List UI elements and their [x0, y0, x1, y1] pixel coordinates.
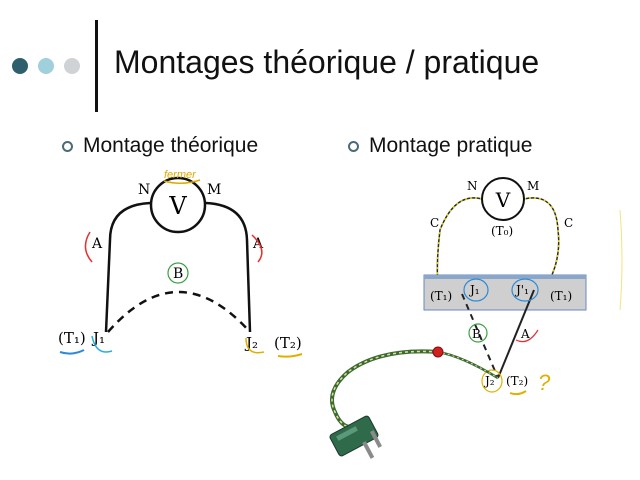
dot-light: [38, 58, 54, 74]
mark-a-left: [84, 231, 93, 263]
mark-j2: [245, 337, 265, 354]
label-b-pratique: B: [472, 327, 481, 341]
mark-block-j1: [463, 278, 489, 302]
wire-b-pratique: [461, 293, 499, 379]
mark-t2: [277, 353, 303, 358]
mark-j1: [91, 335, 113, 353]
thermocouple-plug: [329, 415, 382, 459]
mark-t2-pratique: [509, 390, 527, 396]
annotation-fermer: fermer: [164, 169, 197, 181]
node-m-pratique: M: [527, 179, 539, 193]
mark-j2-pratique: [481, 369, 503, 393]
isothermal-block: [423, 274, 587, 311]
slide-dots: [12, 58, 80, 74]
block-t1-right: (T₁): [550, 289, 572, 303]
question-mark: ?: [538, 370, 551, 395]
block-j1p: J'₁: [514, 283, 529, 297]
mark-block-j1p: [511, 278, 539, 302]
wire-a-right: [205, 201, 252, 333]
wire-a-left: [104, 201, 151, 333]
label-b: B: [173, 266, 183, 282]
slide-title: Montages théorique / pratique: [114, 44, 540, 80]
mark-t1: [59, 349, 85, 355]
block-j1: J₁: [468, 283, 480, 297]
theorique-diagram: V N M fermer A A B (T₁) J₁ J₂ (T₂): [58, 169, 303, 358]
voltmeter-label: V: [168, 192, 187, 220]
mark-a-right: [251, 234, 263, 263]
cable-tip: [432, 346, 444, 358]
wire-a-pratique: [497, 289, 535, 379]
bullet-ring-icon: [348, 140, 359, 152]
node-n-pratique: N: [467, 179, 478, 193]
mark-a-pratique: [515, 329, 539, 343]
label-a-pratique: A: [520, 327, 530, 341]
annotation-underline: [163, 179, 201, 184]
label-t2: (T₂): [274, 334, 302, 352]
dot-dark: [12, 58, 28, 74]
bullet-theorique-label: Montage théorique: [83, 134, 259, 157]
pratique-diagram: V N M (T₀) C C (T₁) J₁ J'₁ (T₁) B A J₂ (…: [329, 177, 623, 459]
label-t2-pratique: (T₂): [506, 374, 528, 388]
voltmeter-pratique-label: V: [495, 188, 511, 212]
mark-b: [167, 262, 189, 284]
thermocouple-cable: [330, 346, 499, 430]
node-n: N: [138, 182, 150, 198]
bullet-theorique: Montage théorique: [62, 134, 258, 158]
dot-grey: [64, 58, 80, 74]
label-c-left: C: [430, 216, 439, 230]
label-j2-pratique: J₂: [483, 374, 495, 388]
block-t1-left: (T₁): [430, 289, 452, 303]
voltmeter: [149, 176, 207, 234]
label-t1: (T₁): [58, 329, 86, 347]
label-t0: (T₀): [491, 224, 513, 238]
bullet-pratique-label: Montage pratique: [369, 134, 533, 157]
wire-c-right: [523, 197, 560, 291]
label-c-right: C: [564, 216, 573, 230]
mark-b-pratique: [468, 323, 488, 343]
bullet-ring-icon: [62, 140, 73, 152]
title-divider: [95, 20, 98, 112]
wire-b: [107, 290, 251, 333]
voltmeter-pratique: [481, 177, 525, 221]
label-a-left: A: [91, 236, 103, 252]
node-m: M: [207, 182, 221, 198]
bullet-pratique: Montage pratique: [348, 134, 532, 158]
margin-mark: [619, 209, 623, 311]
